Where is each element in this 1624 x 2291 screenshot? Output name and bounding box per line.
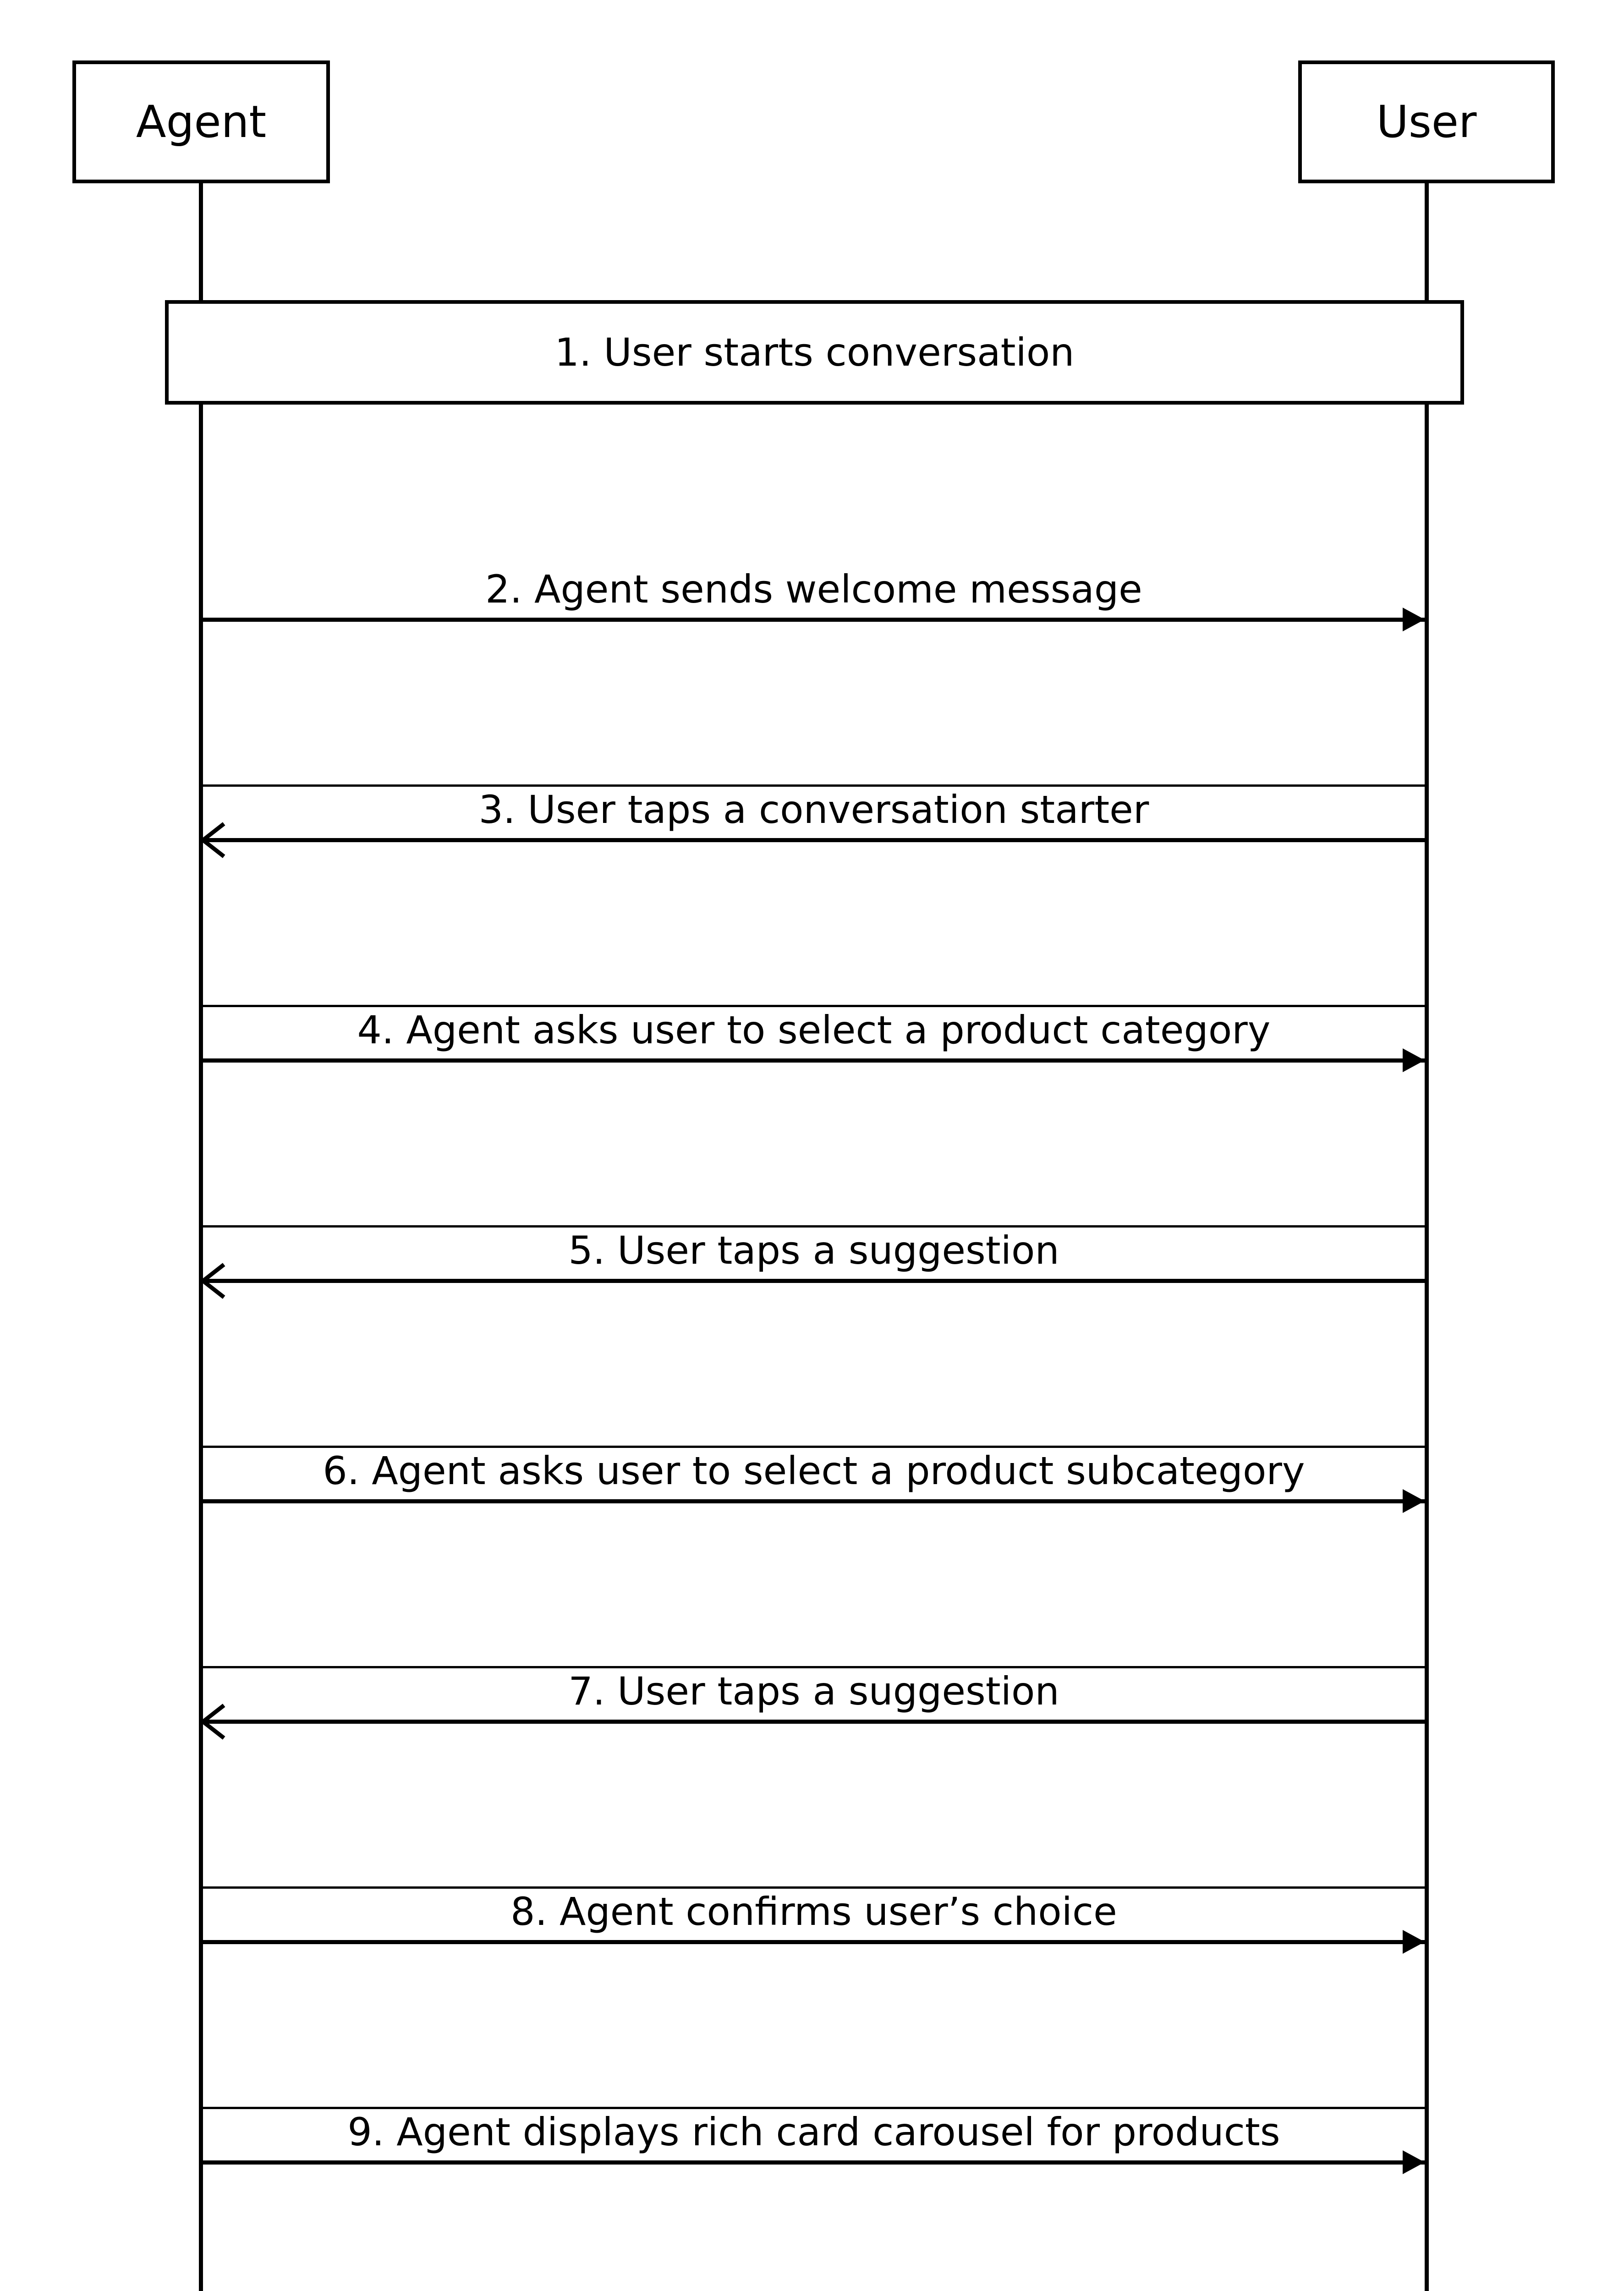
message-line-step-9	[203, 2160, 1425, 2165]
note-label-step-1: 1. User starts conversation	[554, 329, 1075, 375]
arrowhead-open-left-step-3	[202, 822, 230, 858]
arrowhead-solid-right-step-8	[1403, 1930, 1425, 1954]
note-box-step-1[interactable]: 1. User starts conversation	[165, 300, 1464, 405]
message-line-step-7	[203, 1720, 1425, 1724]
lifeline-user	[1425, 183, 1429, 2291]
message-line-step-8	[203, 1940, 1425, 1944]
arrowhead-open-left-step-5	[202, 1263, 230, 1299]
participant-box-agent-top[interactable]: Agent	[72, 60, 330, 183]
participant-label-agent-top: Agent	[136, 96, 267, 148]
participant-box-user-top[interactable]: User	[1298, 60, 1555, 183]
separator-line-7	[203, 2107, 1425, 2109]
message-label-step-2: 2. Agent sends welcome message	[485, 567, 1142, 612]
arrowhead-solid-right-step-6	[1403, 1489, 1425, 1513]
separator-line-2	[203, 1005, 1425, 1007]
participant-label-user-top: User	[1376, 96, 1477, 148]
message-label-step-4: 4. Agent asks user to select a product c…	[357, 1008, 1271, 1052]
arrowhead-solid-right-step-4	[1403, 1048, 1425, 1072]
message-label-step-3: 3. User taps a conversation starter	[478, 787, 1149, 832]
arrow-barb-lower	[202, 1279, 225, 1299]
separator-line-1	[203, 784, 1425, 787]
message-line-step-6	[203, 1499, 1425, 1503]
lifeline-agent	[199, 183, 203, 2291]
message-line-step-3	[203, 838, 1425, 842]
message-label-step-6: 6. Agent asks user to select a product s…	[323, 1448, 1305, 1493]
arrowhead-open-left-step-7	[202, 1704, 230, 1740]
message-label-step-7: 7. User taps a suggestion	[568, 1669, 1059, 1714]
separator-line-3	[203, 1225, 1425, 1228]
arrowhead-solid-right-step-2	[1403, 608, 1425, 631]
message-line-step-4	[203, 1058, 1425, 1063]
message-line-step-2	[203, 618, 1425, 622]
message-label-step-8: 8. Agent confirms user’s choice	[510, 1889, 1117, 1934]
message-label-step-9: 9. Agent displays rich card carousel for…	[347, 2110, 1280, 2154]
arrow-barb-lower	[202, 1720, 225, 1740]
message-line-step-5	[203, 1279, 1425, 1283]
arrow-barb-lower	[202, 838, 225, 858]
separator-line-6	[203, 1886, 1425, 1889]
separator-line-4	[203, 1446, 1425, 1448]
separator-line-5	[203, 1666, 1425, 1668]
arrowhead-solid-right-step-9	[1403, 2150, 1425, 2174]
message-label-step-5: 5. User taps a suggestion	[568, 1228, 1059, 1273]
